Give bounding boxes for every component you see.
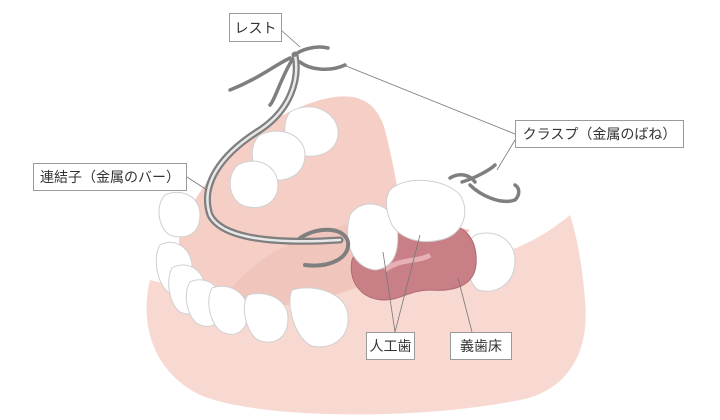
metal-framework — [203, 45, 521, 268]
leader-lines — [186, 29, 516, 333]
natural-teeth — [155, 106, 516, 348]
artificial-teeth — [347, 179, 466, 271]
label-denture-base: 義歯床 — [450, 332, 512, 360]
label-rest: レスト — [229, 13, 282, 42]
gum-arch — [179, 96, 400, 300]
label-artificial-tooth: 人工歯 — [366, 332, 415, 360]
label-connector: 連結子（金属のバー） — [33, 163, 187, 191]
label-clasp: クラスプ（金属のばね） — [515, 120, 684, 148]
